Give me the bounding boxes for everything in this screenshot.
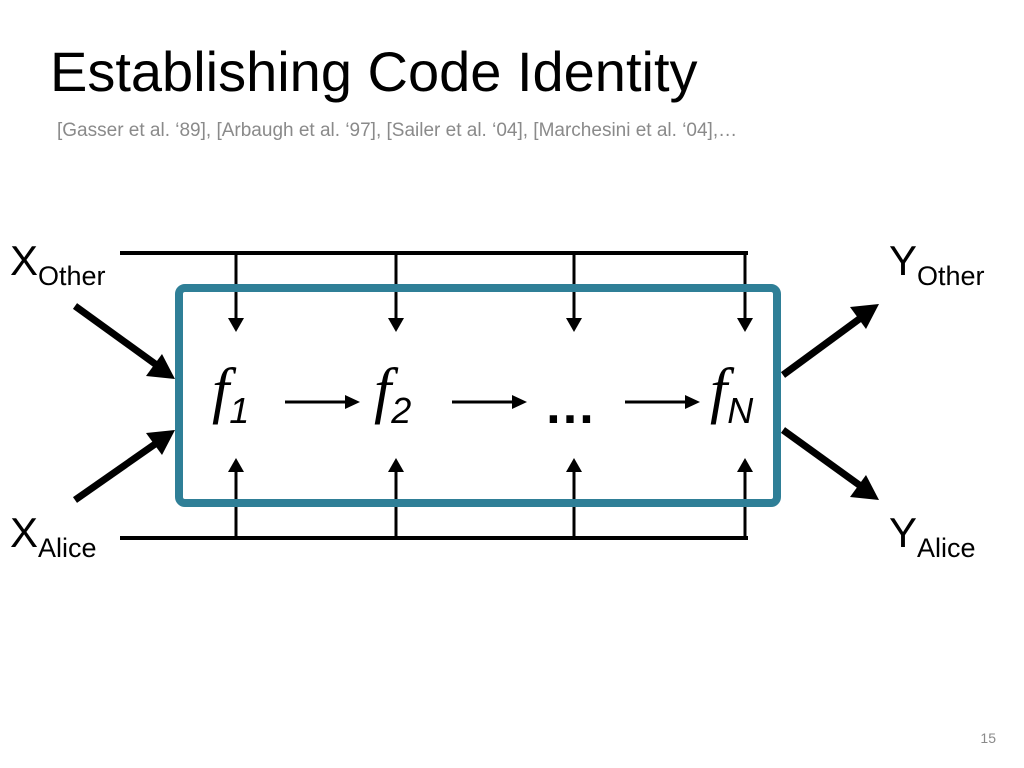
- function-fn: fN: [710, 357, 754, 431]
- slide-number: 15: [980, 730, 996, 746]
- function-ellipsis: …: [544, 377, 596, 435]
- input-label-other: XOther: [10, 237, 106, 291]
- references-line: [Gasser et al. ‘89], [Arbaugh et al. ‘97…: [57, 120, 738, 141]
- output-label-other: YOther: [889, 237, 985, 291]
- output-arrows: [780, 304, 879, 500]
- function-f2: f2: [374, 357, 412, 431]
- bottom-rise-arrows: [228, 458, 753, 538]
- input-label-alice: XAlice: [10, 509, 97, 563]
- top-drop-arrows: [228, 253, 753, 332]
- input-arrows: [72, 303, 175, 503]
- slide-title: Establishing Code Identity: [50, 40, 698, 103]
- output-label-alice: YAlice: [889, 509, 976, 563]
- chain-arrows: [285, 395, 700, 409]
- function-f1: f1: [212, 357, 250, 431]
- code-identity-box: [175, 284, 781, 507]
